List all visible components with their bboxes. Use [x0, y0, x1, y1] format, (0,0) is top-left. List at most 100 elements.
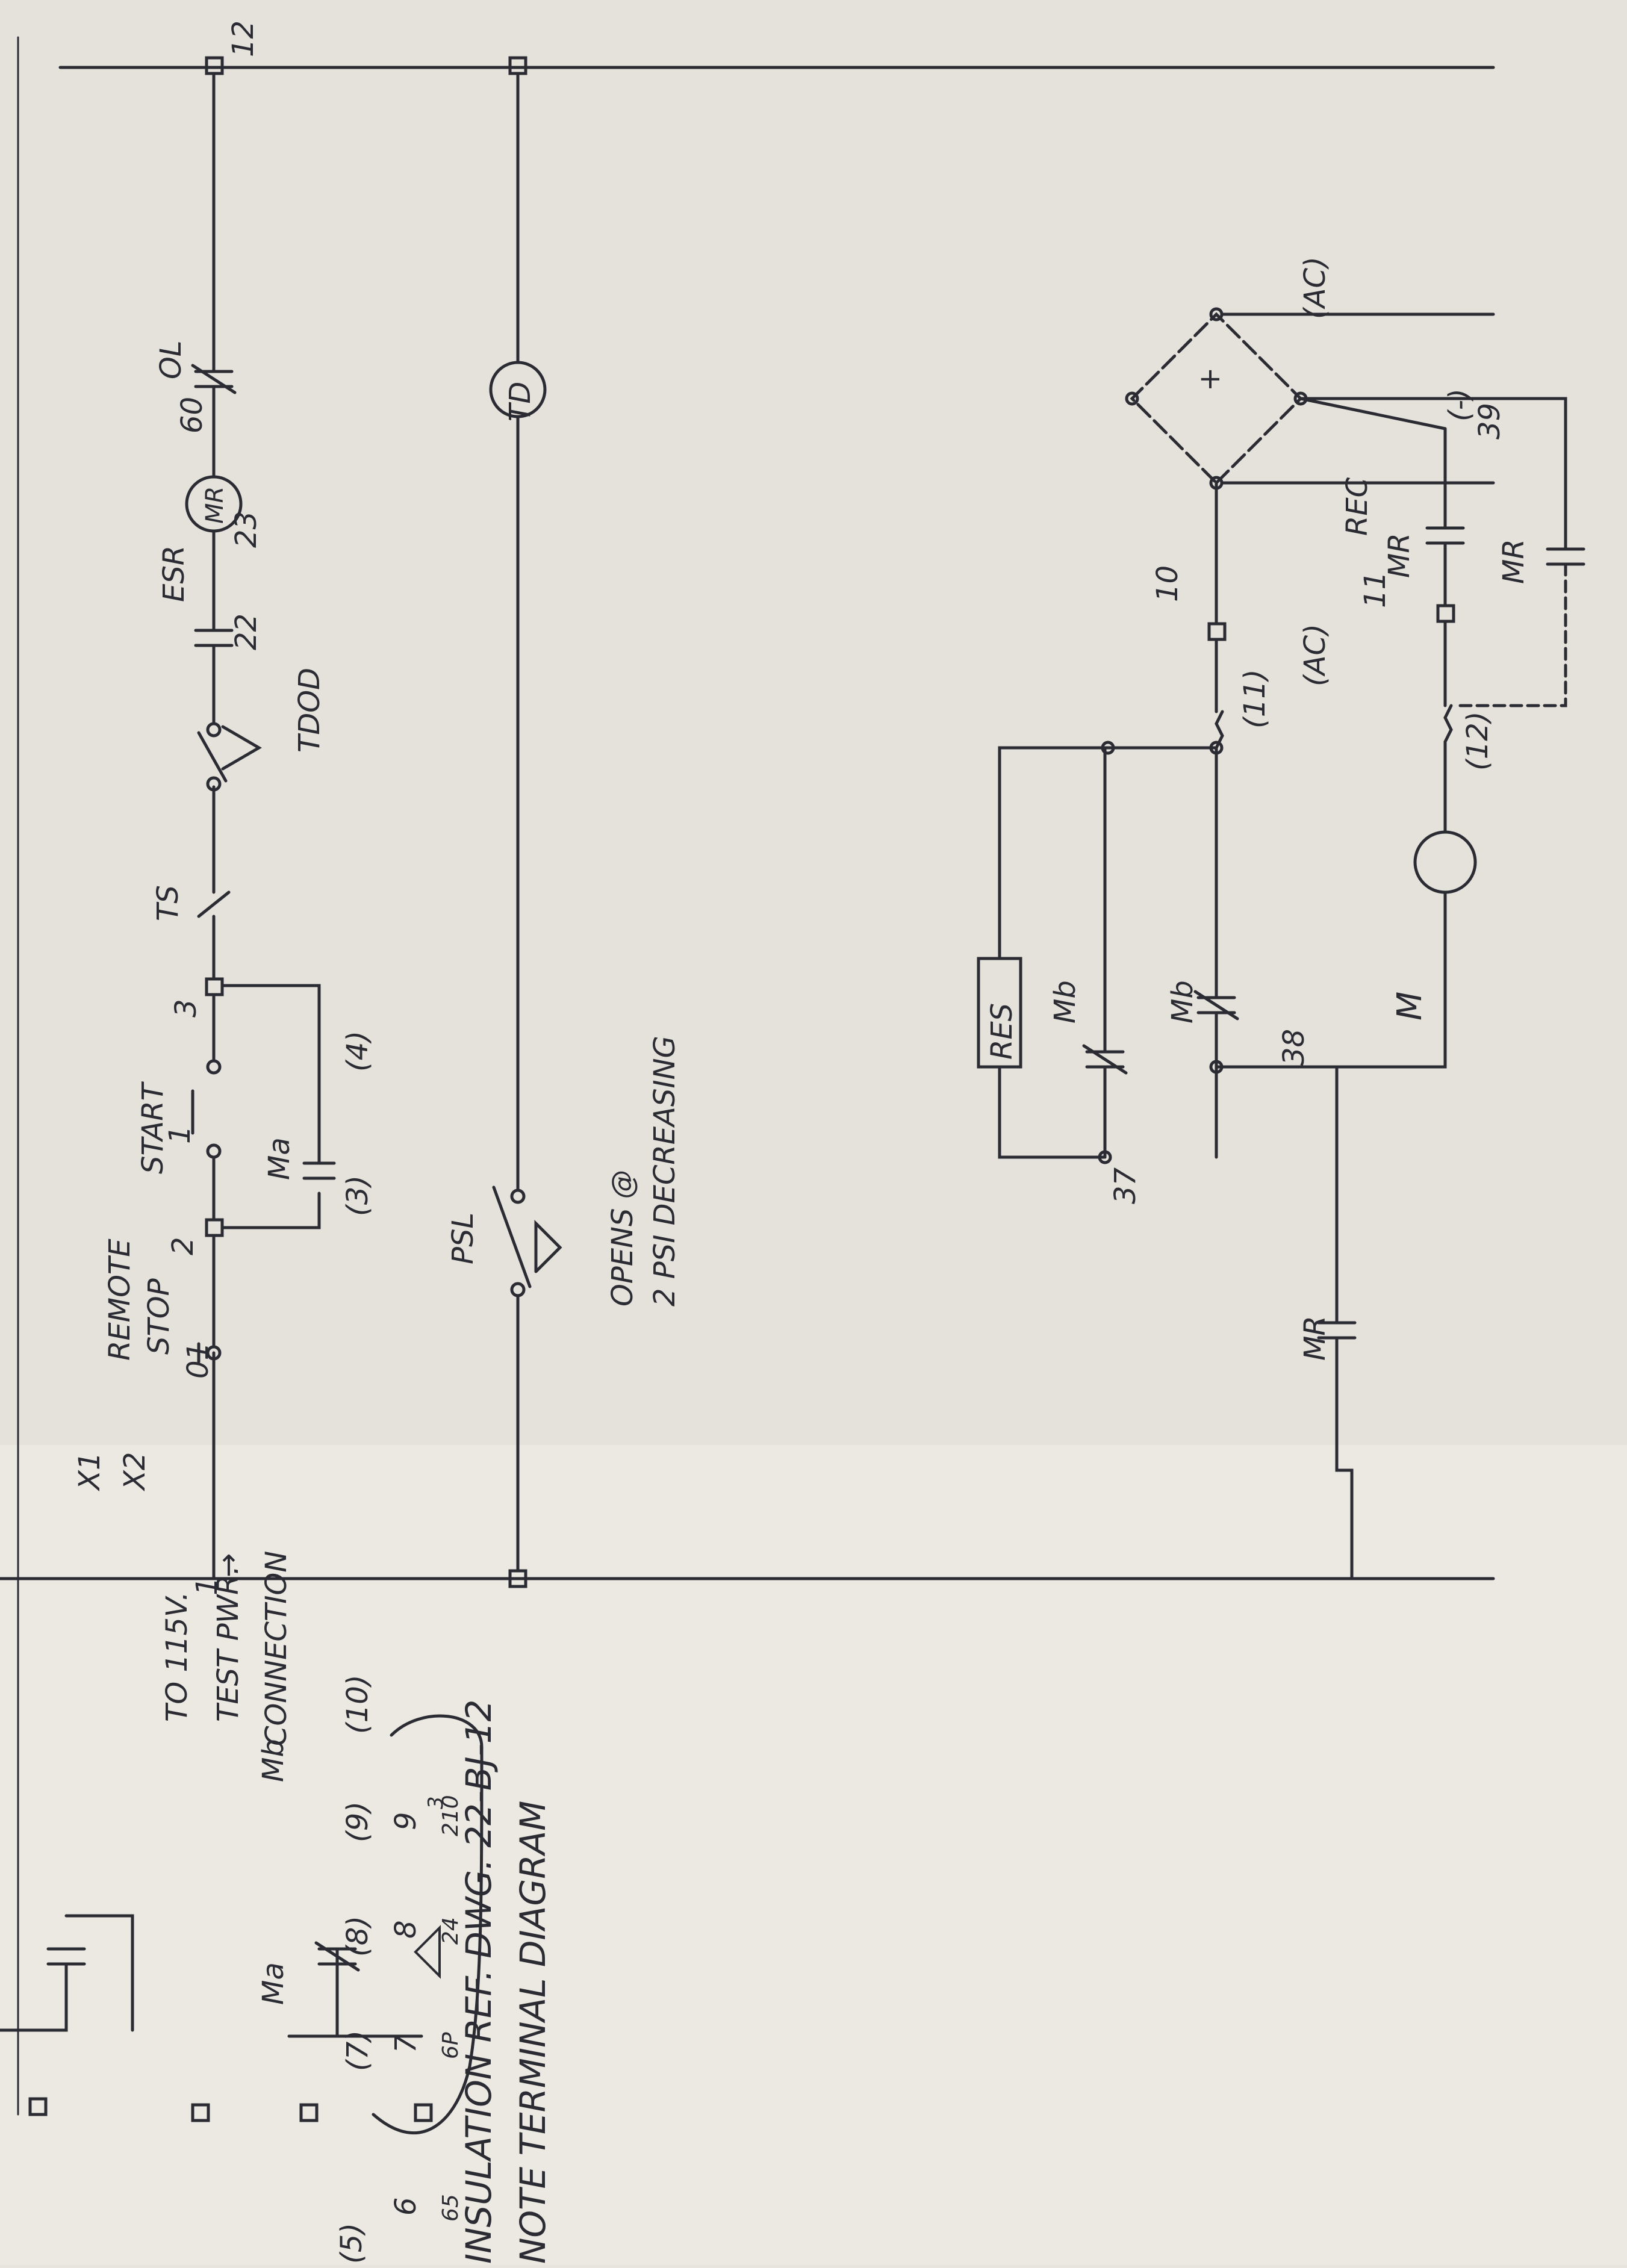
wire-37-label: 37 [1109, 1167, 1142, 1204]
minus-branch-c [1455, 562, 1567, 707]
plug-9-label: (9) [341, 1801, 375, 1842]
interlock-mb-right [335, 1947, 423, 2038]
interlock-t7: 7 [389, 2034, 423, 2053]
test-power-line2: TEST PWR. [211, 1565, 245, 1722]
interlock-terminal-7 [191, 2103, 210, 2122]
mb-upper-slash [1082, 1044, 1128, 1075]
plug-7-label: (7) [341, 2030, 375, 2071]
interlock-t6p: 6P [438, 2032, 463, 2059]
interlock-t9: 9 [389, 1812, 423, 1830]
bottom-cut-note: NOTE TERMINAL DIAGRAM [512, 1801, 553, 2264]
wire-22-label: 22 [229, 614, 263, 650]
revision-triangle [414, 1925, 441, 1979]
interlock-t24: 24 [438, 1917, 463, 1945]
plug-5-label: (5) [335, 2223, 369, 2264]
tdod-operator [221, 725, 262, 771]
plug-3-label: (3) [341, 1175, 375, 1216]
wire-11-label: 11 [1358, 571, 1392, 608]
tdod-contact [197, 731, 228, 783]
ma-seal-in-branch [220, 1191, 321, 1229]
ma-seal-in-return [220, 984, 321, 1165]
test-power-line3: CONNECTION [260, 1551, 293, 1746]
ol-contact-slash [191, 364, 237, 394]
mr-contact-a-label: MR [1383, 533, 1416, 578]
x1-label: X1 [73, 1452, 107, 1492]
plug-11-connector [1215, 710, 1224, 750]
term-3-label: 3 [169, 999, 203, 1017]
psl-switch-blade [492, 1185, 532, 1288]
plug-12-connector [1443, 704, 1453, 744]
psl-label: PSL [446, 1213, 480, 1264]
mb-lower-slash [1193, 990, 1239, 1021]
ol-label: OL [154, 340, 188, 379]
term-1-label: 1 [163, 1125, 197, 1144]
start-label: START [136, 1081, 170, 1174]
tdod-terminal-left [206, 776, 222, 792]
test-power-line1: TO 115V. [160, 1591, 194, 1722]
remote-label: REMOTE [103, 1238, 137, 1361]
interlock-t8: 8 [389, 1920, 423, 1939]
test-power-arrow: → [211, 1553, 245, 1577]
wire-39-label: 39 [1473, 403, 1507, 440]
interlock-ma-right-drop [64, 1914, 134, 2032]
rectifier-node-plus [1125, 391, 1139, 406]
interlock-mb-label: Mb [257, 1739, 290, 1782]
mr-contact-label: MR [1298, 1316, 1332, 1361]
plug-11-label: (11) [1238, 669, 1272, 729]
interlock-ma-label: Ma [257, 1962, 290, 2005]
term-2-label: 2 [166, 1237, 200, 1255]
wire-23-label: 23 [229, 511, 263, 548]
mr-contact-b-label: MR [1497, 539, 1531, 584]
psl-note-line2: 2 PSI DECREASING [648, 1036, 682, 1306]
plug-10-label: (10) [341, 1674, 375, 1734]
interlock-terminal-8 [299, 2103, 319, 2122]
stop-label: STOP [142, 1278, 176, 1355]
rung3-wire-a [1335, 1336, 1354, 1580]
interlock-t65: 65 [438, 2194, 463, 2222]
motor-wire-a [1215, 890, 1447, 1069]
wire-10-label: 10 [1151, 565, 1184, 602]
ac-right-label: (AC) [1298, 256, 1332, 319]
plus-sign: + [1193, 367, 1227, 391]
plug-8-label: (8) [341, 1916, 375, 1957]
psl-note-line1: OPENS @ [606, 1170, 639, 1306]
interlock-t210: 210 [438, 1795, 463, 1836]
wire-38-label: 38 [1277, 1029, 1311, 1066]
revision-cloud [372, 1714, 484, 2135]
interlock-terminal-9 [414, 2103, 433, 2122]
minus-branch-b [1299, 397, 1567, 551]
rec-label: REC [1340, 477, 1374, 536]
mr-coil-label: MR [201, 486, 229, 524]
plug-12-label: (12) [1461, 711, 1495, 771]
terminal-12 [205, 56, 224, 75]
psl-pressure-operator [534, 1219, 562, 1273]
psl-terminal-left [510, 1282, 526, 1297]
tdod-label: TDOD [293, 668, 326, 753]
interlock-terminal-6 [28, 2097, 48, 2116]
td-coil-label: TD [503, 382, 537, 421]
start-terminal-left [206, 1143, 222, 1159]
rectifier-bridge [1130, 312, 1303, 485]
interlock-ma-left-drop [0, 1992, 68, 2032]
reference-note: INSULATION REF. DWG. 22-BJ-12 [458, 1700, 499, 2264]
motor-label: M [1390, 992, 1429, 1021]
wire-1-label: 1 [190, 1577, 224, 1595]
paper-shadow [0, 0, 1627, 1445]
ts-contact [197, 890, 231, 918]
wire-60-label: 60 [175, 397, 209, 433]
revision-mark: 3 [424, 1796, 448, 1809]
ma-contact-label: Ma [263, 1137, 296, 1180]
res-label: RES [985, 1003, 1019, 1060]
minus-branch-a [1299, 397, 1447, 430]
minus-sign: (-) [1443, 388, 1476, 421]
wire-12-label: 12 [226, 20, 260, 57]
stop-terminal-01: 01 [181, 1342, 215, 1379]
rung2-terminal-right [508, 56, 527, 75]
interlock-t6: 6 [389, 2197, 423, 2216]
x2-label: X2 [118, 1452, 152, 1492]
esr-label: ESR [157, 545, 191, 602]
res-branch-left [998, 1065, 1107, 1159]
mb-lower-label: Mb [1166, 980, 1199, 1024]
